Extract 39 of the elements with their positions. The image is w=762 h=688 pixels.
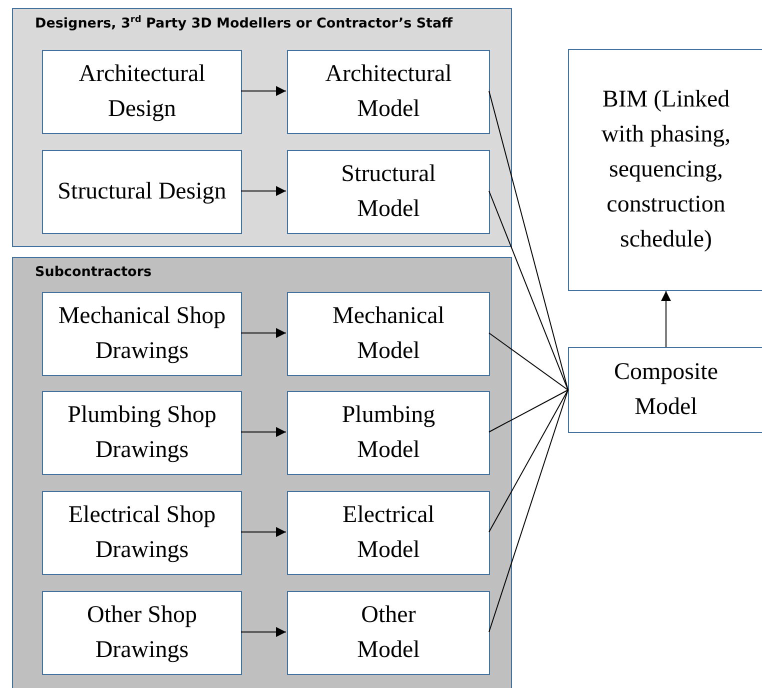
box-label: Other Shop Drawings	[86, 601, 198, 665]
process-box	[287, 50, 490, 134]
box-label: BIM (Linked with phasing, sequencing, construction schedule)	[600, 86, 732, 254]
process-box	[42, 591, 242, 675]
box-label: Plumbing Shop Drawings	[66, 401, 218, 465]
process-box	[287, 591, 490, 675]
box-label: Electrical Model	[342, 501, 436, 565]
connector-arrow	[240, 527, 286, 537]
connector-arrow	[661, 290, 671, 348]
box-label: Other Model	[356, 601, 421, 665]
connector-arrow	[240, 427, 286, 437]
box-label: Structural Model	[340, 160, 437, 224]
box-label: Mechanical Shop Drawings	[57, 302, 227, 366]
process-box	[42, 391, 242, 475]
process-box	[568, 49, 762, 291]
process-box	[287, 491, 490, 575]
group-heading: Designers, 3$^{rd}$ Party 3D Modellers or Contractor’s Staff	[34, 15, 454, 32]
process-box	[42, 491, 242, 575]
box-label: Mechanical Model	[332, 302, 446, 366]
group-panel	[12, 8, 512, 247]
group-panel	[12, 257, 512, 688]
process-box	[287, 391, 490, 475]
box-label: Architectural Model	[324, 60, 453, 124]
group-heading: Subcontractors	[34, 264, 153, 280]
box-label: Electrical Shop Drawings	[67, 501, 217, 565]
box-label: Plumbing Model	[340, 401, 436, 465]
process-box	[42, 50, 242, 134]
connector-arrow	[240, 328, 286, 338]
box-label: Architectural Design	[78, 60, 206, 124]
connector-arrow	[240, 627, 286, 637]
process-box	[287, 292, 490, 376]
connector-arrow	[240, 86, 286, 96]
box-label: Structural Design	[57, 178, 227, 206]
process-box	[568, 347, 762, 433]
process-box	[287, 150, 490, 234]
connector-arrow	[240, 186, 286, 196]
process-box	[42, 150, 242, 234]
process-box	[42, 292, 242, 376]
box-label: Composite Model	[612, 358, 719, 422]
